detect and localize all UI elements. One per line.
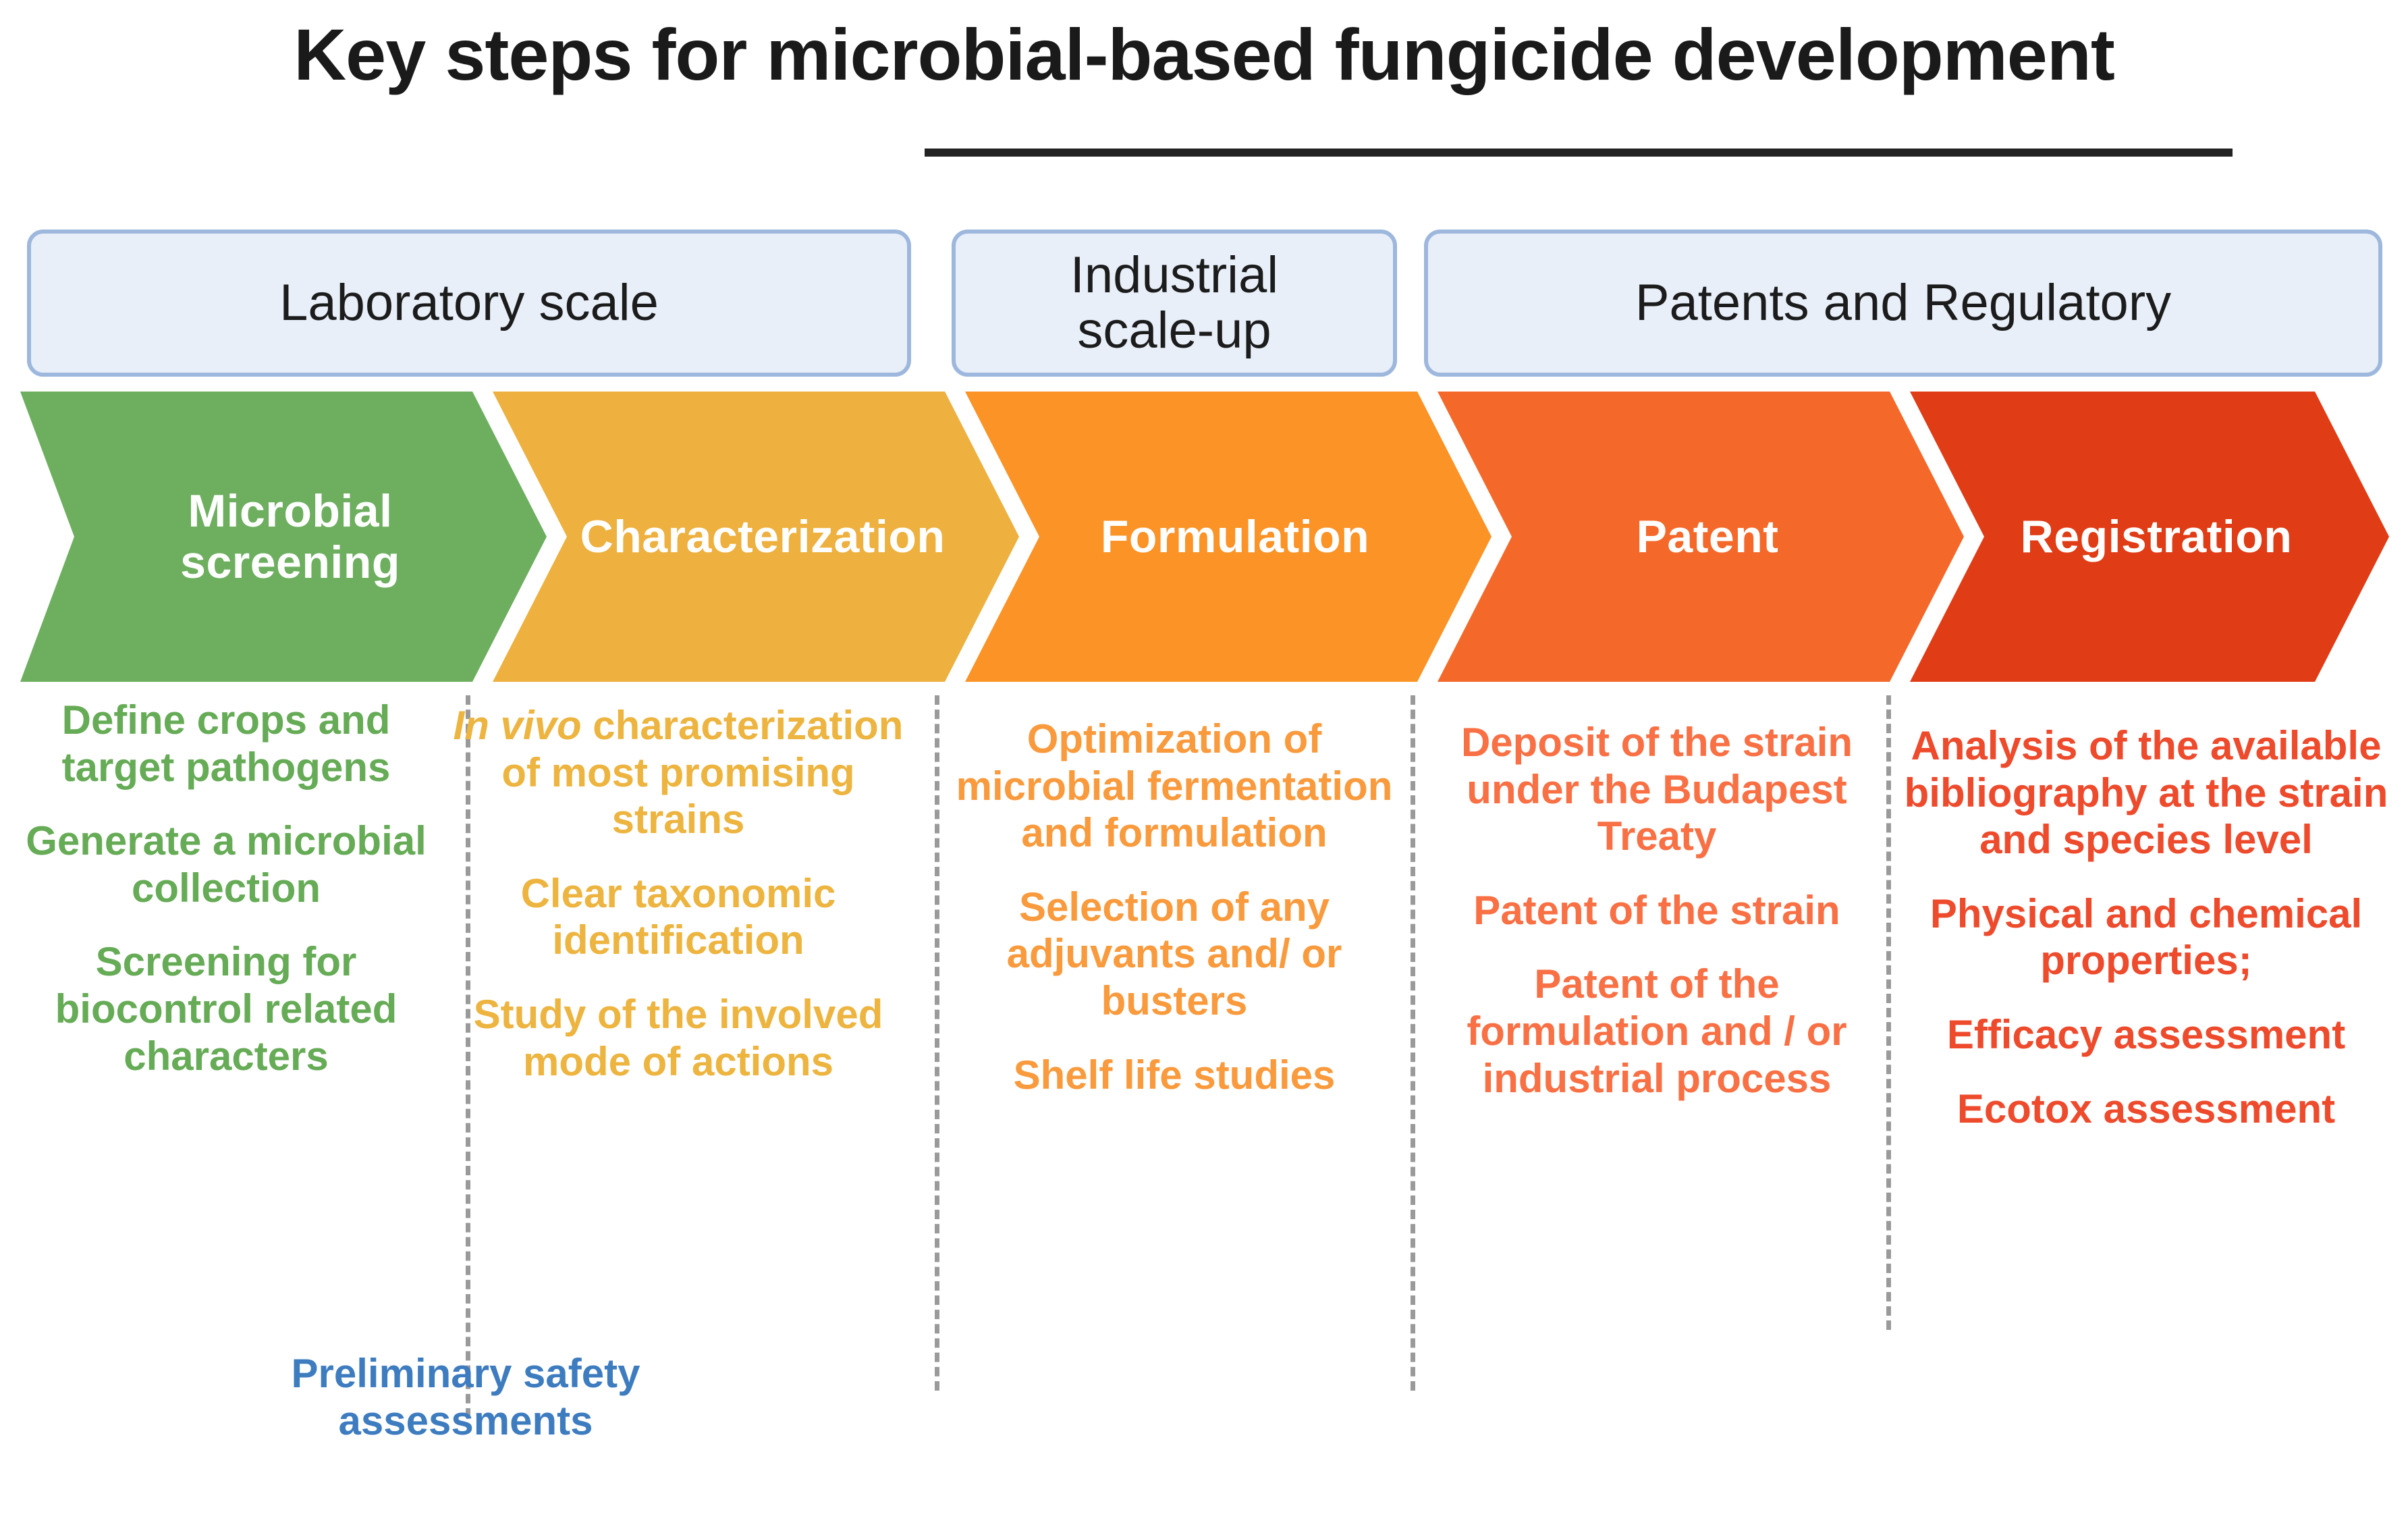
detail-item: Selection of any adjuvants and/ or buste…	[1006, 884, 1342, 1023]
detail-item: Define crops and target pathogens	[61, 697, 391, 790]
detail-item: Clear taxonomic identification	[520, 870, 836, 963]
phase-box-laboratory-scale[interactable]: Laboratory scale	[27, 230, 911, 377]
stage-arrow-band: Microbial screening Characterization For…	[20, 392, 2389, 682]
stage-arrow-registration[interactable]: Registration	[1910, 392, 2389, 682]
detail-item: Optimization of microbial fermentation a…	[956, 716, 1393, 856]
phase-label-industrial-scale-up: Industrial scale-up	[1070, 246, 1279, 359]
detail-item: In vivo characterization of most promisi…	[453, 703, 904, 842]
detail-column-characterization: In vivo characterization of most promisi…	[445, 702, 911, 1085]
stage-label-formulation: Formulation	[1100, 510, 1370, 562]
detail-column-formulation: Optimization of microbial fermentation a…	[938, 716, 1411, 1098]
phase-label-patents-and-regulatory: Patents and Regulatory	[1635, 273, 2172, 331]
stage-arrow-characterization[interactable]: Characterization	[493, 392, 1019, 682]
phase-box-industrial-scale-up[interactable]: Industrial scale-up	[952, 230, 1397, 377]
phase-label-laboratory-scale: Laboratory scale	[279, 273, 659, 331]
detail-item: Physical and chemical properties;	[1930, 890, 2363, 984]
detail-item: Efficacy assessment	[1946, 1011, 2346, 1057]
detail-item: Ecotox assessment	[1956, 1086, 2336, 1131]
stage-label-microbial-screening: Microbial screening	[180, 485, 400, 588]
column-divider-1	[466, 695, 470, 1418]
title-underline-rule	[925, 149, 2233, 157]
column-divider-4	[1886, 695, 1891, 1330]
preliminary-safety-assessments-note: Preliminary safety assessments	[291, 1351, 640, 1443]
column-divider-2	[935, 695, 939, 1391]
stage-label-patent: Patent	[1636, 510, 1779, 562]
page-title: Key steps for microbial-based fungicide …	[294, 14, 2115, 95]
italic-term: In vivo	[453, 703, 582, 748]
detail-item: Patent of the strain	[1473, 887, 1840, 933]
stage-label-registration: Registration	[2020, 510, 2293, 562]
detail-item: Study of the involved mode of actions	[473, 991, 883, 1084]
stage-arrow-microbial-screening[interactable]: Microbial screening	[20, 392, 547, 682]
phase-header-row: Laboratory scale Industrial scale-up Pat…	[27, 230, 2382, 377]
phase-box-patents-and-regulatory[interactable]: Patents and Regulatory	[1424, 230, 2382, 377]
column-divider-3	[1411, 695, 1415, 1391]
detail-item: Screening for biocontrol related charact…	[55, 939, 398, 1079]
stage-arrow-patent[interactable]: Patent	[1438, 392, 1964, 682]
stage-arrow-formulation[interactable]: Formulation	[965, 392, 1492, 682]
detail-item: Generate a microbial collection	[26, 818, 427, 911]
detail-column-registration: Analysis of the available bibliography a…	[1903, 722, 2389, 1132]
detail-column-patent: Deposit of the strain under the Budapest…	[1424, 719, 1890, 1102]
detail-item: Patent of the formulation and / or indus…	[1467, 961, 1847, 1101]
detail-item: Analysis of the available bibliography a…	[1904, 723, 2388, 863]
stage-label-characterization: Characterization	[580, 510, 946, 562]
detail-item: Shelf life studies	[1013, 1052, 1336, 1098]
detail-item: Deposit of the strain under the Budapest…	[1460, 720, 1853, 859]
